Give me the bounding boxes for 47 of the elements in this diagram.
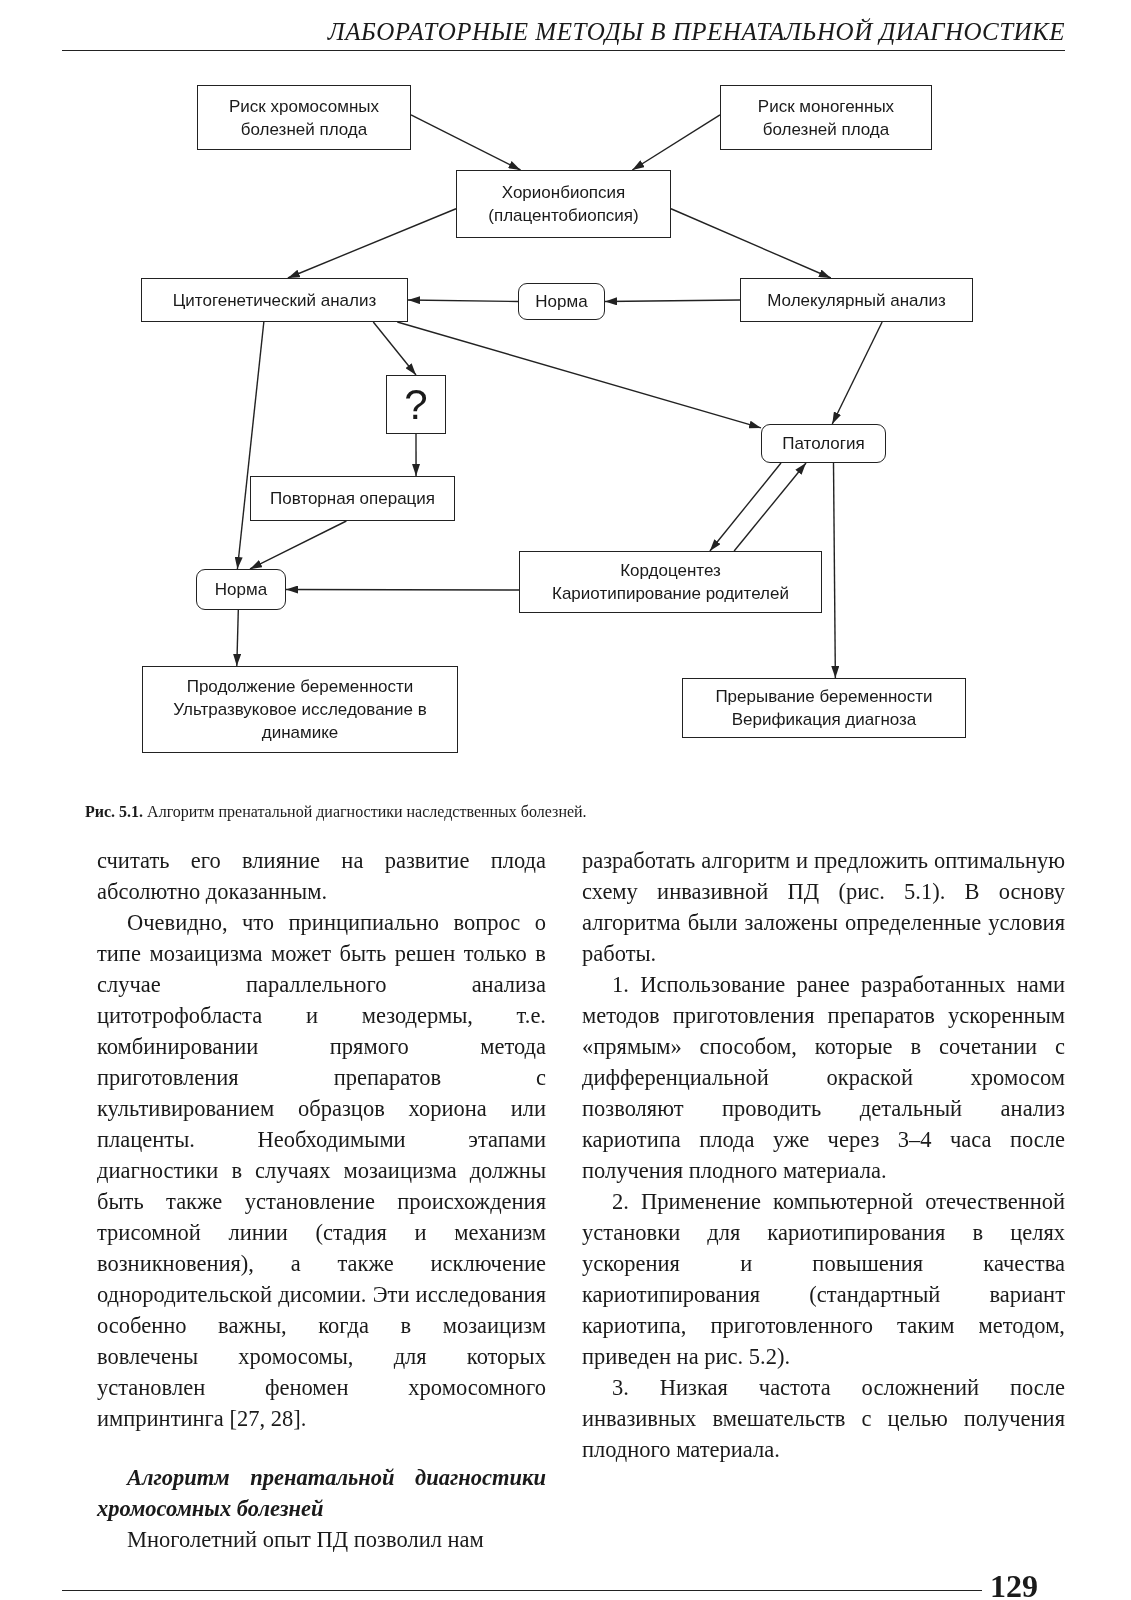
paragraph: Многолетний опыт ПД позволил нам <box>126 1526 485 1554</box>
process-box <box>682 678 966 738</box>
process-box: Риск хромосомных болезней плода <box>197 85 411 150</box>
section-heading: Алгоритм пренатальной диагностики хромосомных болезней <box>97 1464 546 1523</box>
arrow <box>287 208 457 279</box>
arrow <box>410 114 522 171</box>
arrow <box>631 114 721 171</box>
arrow <box>234 321 265 570</box>
arrow <box>670 208 832 279</box>
result-box: Норма <box>518 283 605 320</box>
arrow <box>412 433 421 477</box>
box-text: Продолжение беременности <box>186 676 414 698</box>
arrow <box>831 462 840 679</box>
paragraph: считать его влияние на развитие плода абсолютно доказанным. <box>97 847 546 906</box>
arrow <box>249 520 348 570</box>
arrow <box>396 321 762 429</box>
process-box <box>142 666 458 753</box>
result-box: Патология <box>761 424 886 463</box>
process-box: Повторная операция <box>250 476 455 521</box>
page-number: 129 <box>990 1568 1038 1600</box>
question-box: ? <box>386 375 446 434</box>
box-text: Кордоцентез <box>620 560 721 582</box>
arrow <box>733 462 807 552</box>
arrow <box>709 462 782 552</box>
paragraph: разработать алгоритм и предложить оптимальную схему инвазивной ПД (рис. 5.1). В основу алгоритма были заложены определенные условия работы. <box>582 847 1065 968</box>
paragraph: 2. Применение компьютерной отечественной установки для кариотипирования в целях ускорения и повышения качества кариотипирования (стандартный вариант кариотипа, приготовленного таким методом, приведен на рис. 5.2). <box>582 1188 1065 1371</box>
arrow <box>604 297 741 306</box>
process-box: Молекулярный анализ <box>740 278 973 322</box>
paragraph: 1. Использование ранее разработанных нами методов приготовления препаратов ускоренным «прямым» способом, которые в сочетании с дифференциальной окраской хромосом позволяют проводить детальный анализ кариотипа плода уже через 3–4 часа после получения плодного материала. <box>582 971 1065 1185</box>
arrow <box>407 296 519 305</box>
arrow <box>372 321 417 376</box>
process-box <box>519 551 822 613</box>
box-text: Кариотипирование родителей <box>552 583 789 605</box>
arrow <box>285 585 520 594</box>
box-text: Прерывание беременности <box>715 686 933 708</box>
figure-caption: Рис. 5.1. Алгоритм пренатальной диагностики наследственных болезней. <box>85 802 587 822</box>
process-box: Хорионбиопсия (плацентобиопсия) <box>456 170 671 238</box>
process-box: Цитогенетический анализ <box>141 278 408 322</box>
paragraph: Очевидно, что принципиально вопрос о типе мозаицизма может быть решен только в случае параллельного анализа цитотрофобласта и мезодермы, т.е. комбинировании прямого метода приготовления препаратов с культивированием образцов хориона или плаценты. Необходимыми этапами диагностики в случаях мозаицизма должны быть также установление происхождения трисомной линии (стадия и механизм возникновения), а также исключение однородительской дисомии. Эти исследования особенно важны, когда в мозаицизм вовлечены хромосомы, для которых установлен феномен хромосомного импринтинга [27, 28]. <box>97 909 546 1433</box>
box-text: Ультразвуковое исследование в динамике <box>172 699 428 744</box>
paragraph: 3. Низкая частота осложнений после инвазивных вмешательств с целью получения плодного материала. <box>582 1374 1065 1464</box>
result-box: Норма <box>196 569 286 610</box>
process-box: Риск моногенных болезней плода <box>720 85 932 150</box>
running-header: ЛАБОРАТОРНЫЕ МЕТОДЫ В ПРЕНАТАЛЬНОЙ ДИАГНОСТИКЕ <box>327 18 1065 46</box>
arrow <box>831 321 883 425</box>
arrow <box>233 609 242 667</box>
box-text: Верификация диагноза <box>731 709 917 731</box>
